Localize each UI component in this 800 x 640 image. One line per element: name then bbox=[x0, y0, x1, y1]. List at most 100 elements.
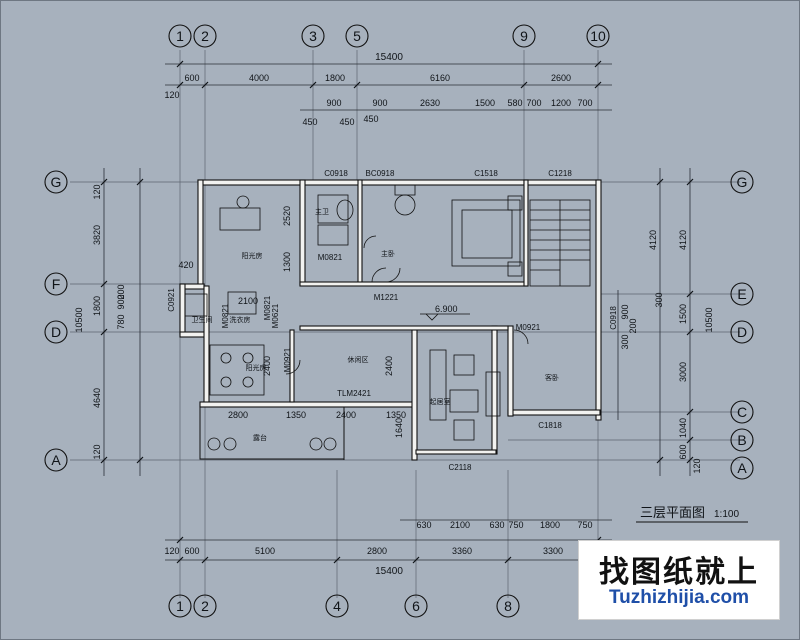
opening-code: M0821 bbox=[318, 253, 343, 262]
axis-right-B-circle bbox=[730, 428, 754, 452]
dimension-label: 200 bbox=[116, 284, 126, 299]
room-label: 阳光房 bbox=[246, 363, 267, 372]
dimension-label: 700 bbox=[526, 98, 541, 108]
axis-top-9-circle bbox=[512, 24, 536, 48]
opening-code: BC0918 bbox=[366, 169, 395, 178]
room-label: 起居室 bbox=[430, 397, 451, 406]
terrace-floor bbox=[199, 406, 345, 460]
dimension-label: 750 bbox=[577, 520, 592, 530]
watermark-url: Tuzhizhijia.com bbox=[608, 587, 750, 608]
dimension-label: 700 bbox=[577, 98, 592, 108]
dimension-label: 2520 bbox=[282, 206, 292, 226]
opening-code: C1218 bbox=[548, 169, 572, 178]
axis-left-F: F bbox=[52, 276, 61, 292]
level-value: 6.900 bbox=[435, 304, 458, 314]
dimension-label: 900 bbox=[116, 294, 126, 309]
dimension-label: 120 bbox=[164, 90, 179, 100]
walls bbox=[179, 179, 602, 461]
dimension-label: 2400 bbox=[262, 356, 272, 376]
dimension-label: 1300 bbox=[282, 252, 292, 272]
axis-right-D: D bbox=[737, 324, 747, 340]
opening-code: M0921 bbox=[516, 323, 541, 332]
opening-code: C0918 bbox=[609, 306, 618, 330]
opening-code: C2118 bbox=[449, 463, 473, 472]
dimension-label: 120 bbox=[92, 444, 102, 459]
room-labels: 阳光房主卧主卫卫生间洗衣房阳光房休闲区起居室露台客卧 bbox=[192, 207, 560, 442]
opening-code: M0621 bbox=[271, 303, 280, 328]
dimension-ticks bbox=[100, 60, 694, 564]
axis-right-C: C bbox=[737, 404, 747, 420]
dimension-label: 3000 bbox=[678, 362, 688, 382]
axis-right-E: E bbox=[737, 286, 746, 302]
dimension-label: 2800 bbox=[367, 546, 387, 556]
dimension-label: 200 bbox=[628, 318, 638, 333]
furniture bbox=[184, 184, 523, 451]
axis-right-E-circle bbox=[730, 282, 754, 306]
opening-code: C1818 bbox=[538, 421, 562, 430]
dimension-label: 1350 bbox=[286, 410, 306, 420]
dimension-label: 2100 bbox=[450, 520, 470, 530]
dimension-label: 600 bbox=[184, 73, 199, 83]
dimension-label: 1200 bbox=[551, 98, 571, 108]
opening-code: TLM2421 bbox=[337, 389, 371, 398]
axis-bottom-1-circle bbox=[168, 594, 192, 618]
axis-left-A-circle bbox=[44, 448, 68, 472]
dimension-label: 900 bbox=[620, 304, 630, 319]
dimension-label: 10500 bbox=[74, 307, 84, 332]
axis-top-10-circle bbox=[586, 24, 610, 48]
dimension-label: 120 bbox=[164, 546, 179, 556]
dimension-label: 1800 bbox=[325, 73, 345, 83]
axis-top-2-circle bbox=[193, 24, 217, 48]
dimension-label: 3360 bbox=[452, 546, 472, 556]
axis-left-F-circle bbox=[44, 272, 68, 296]
axis-right-B: B bbox=[737, 432, 746, 448]
axis-right-G-circle bbox=[730, 170, 754, 194]
dimension-label: 2400 bbox=[384, 356, 394, 376]
axis-bottom-4: 4 bbox=[333, 598, 341, 614]
axis-right-A-circle bbox=[730, 456, 754, 480]
axis-bottom-8-circle bbox=[496, 594, 520, 618]
axis-left-D-circle bbox=[44, 320, 68, 344]
axis-top-10: 10 bbox=[590, 28, 606, 44]
dimension-label: 1640 bbox=[394, 418, 404, 438]
dimension-label: 2400 bbox=[336, 410, 356, 420]
dimension-label: 600 bbox=[678, 444, 688, 459]
dimension-lines bbox=[103, 63, 691, 561]
level-mark: 6.900 bbox=[420, 304, 470, 321]
room-label: 洗衣房 bbox=[230, 315, 251, 324]
axis-bubbles: 12359101246810GFDAGEDCBA bbox=[44, 24, 754, 618]
dimension-label: 300 bbox=[654, 292, 664, 307]
dimension-label: 750 bbox=[508, 520, 523, 530]
axis-top-2: 2 bbox=[201, 28, 209, 44]
axis-bottom-8: 8 bbox=[504, 598, 512, 614]
axis-left-D: D bbox=[51, 324, 61, 340]
dimension-label: 1800 bbox=[92, 296, 102, 316]
axis-top-5-circle bbox=[345, 24, 369, 48]
dimension-label: 1500 bbox=[475, 98, 495, 108]
dimension-label: 580 bbox=[507, 98, 522, 108]
door-swings bbox=[285, 235, 529, 375]
axis-bottom-1: 1 bbox=[176, 598, 184, 614]
axis-top-3-circle bbox=[301, 24, 325, 48]
dimension-label: 780 bbox=[116, 314, 126, 329]
opening-code: M0821 bbox=[221, 303, 230, 328]
dimension-label: 300 bbox=[620, 334, 630, 349]
axis-top-5: 5 bbox=[353, 28, 361, 44]
room-label: 主卫 bbox=[315, 207, 329, 216]
axis-bottom-6-circle bbox=[404, 594, 428, 618]
dimension-label: 15400 bbox=[375, 566, 403, 577]
dimension-label: 4120 bbox=[678, 230, 688, 250]
plan-scale: 1:100 bbox=[714, 509, 739, 520]
axis-right-C-circle bbox=[730, 400, 754, 424]
dimension-label: 4120 bbox=[648, 230, 658, 250]
dimension-label: 5100 bbox=[255, 546, 275, 556]
opening-code: M1221 bbox=[374, 293, 399, 302]
dimension-label: 2630 bbox=[420, 98, 440, 108]
axis-top-1-circle bbox=[168, 24, 192, 48]
dimension-label: 450 bbox=[339, 117, 354, 127]
dimension-label: 4640 bbox=[92, 388, 102, 408]
dimension-label: 120 bbox=[92, 184, 102, 199]
axis-left-G: G bbox=[51, 174, 62, 190]
opening-code: C0921 bbox=[167, 288, 176, 312]
dimension-label: 1040 bbox=[678, 418, 688, 438]
